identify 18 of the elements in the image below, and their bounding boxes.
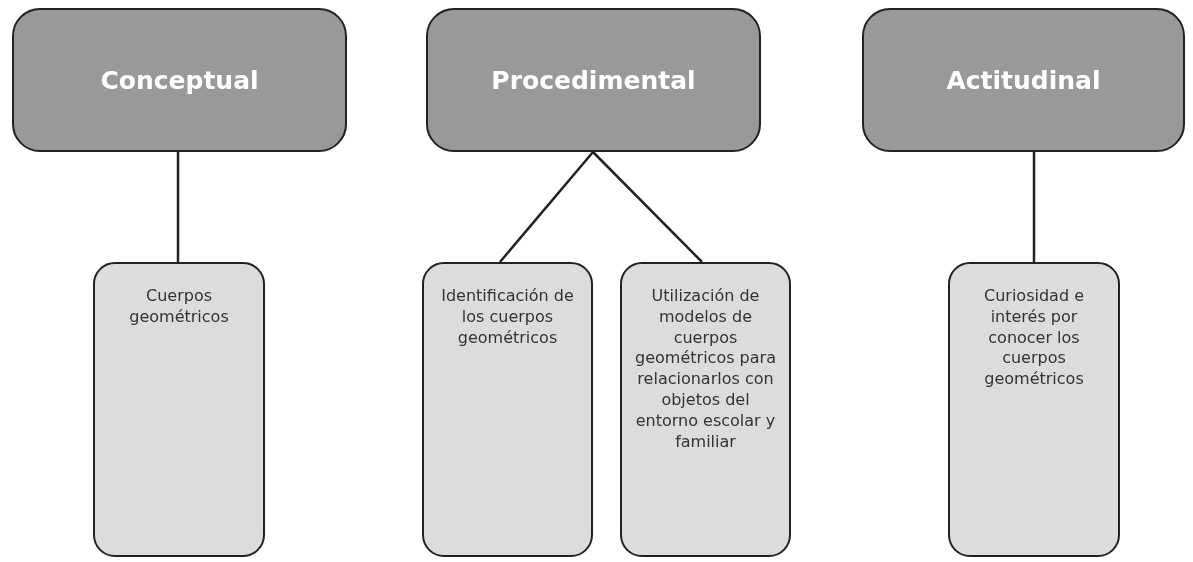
category-box: [862, 8, 1185, 152]
content-box: [948, 262, 1120, 557]
category-box: [426, 8, 761, 152]
box-text: Actitudinal: [946, 65, 1101, 95]
content-box: [620, 262, 791, 557]
connector-line: [176, 152, 180, 262]
content-box: [93, 262, 265, 557]
connector-line: [1032, 152, 1036, 262]
category-box: [12, 8, 347, 152]
content-box: [422, 262, 593, 557]
connector-line: [592, 151, 703, 263]
box-text: Utilización de modelos de cuerpos geométricos para relacionarlos con objetos del entorno escolar y familiar: [634, 286, 777, 453]
box-text: Procedimental: [491, 65, 696, 95]
box-text: Curiosidad e interés por conocer los cuerpos geométricos: [983, 286, 1085, 390]
box-text: Cuerpos geométricos: [128, 286, 230, 328]
box-text: Identificación de los cuerpos geométricos: [440, 286, 575, 349]
connector-line: [499, 151, 594, 263]
box-text: Conceptual: [100, 65, 259, 95]
